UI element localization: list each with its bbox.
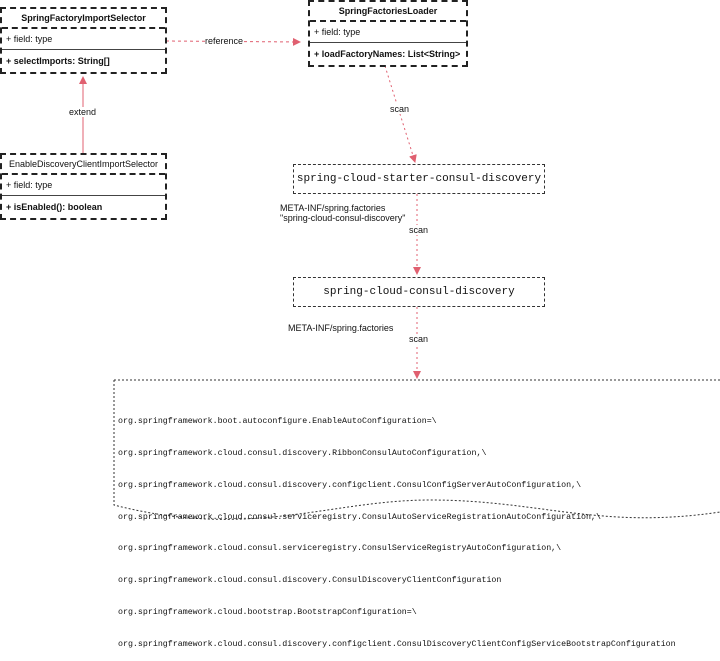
class-method: + isEnabled(): boolean <box>6 202 103 212</box>
meta-inf-note-2: META-INF/spring.factories <box>288 323 394 333</box>
class-name: SpringFactoriesLoader <box>310 2 466 22</box>
factories-document-outline <box>113 379 720 520</box>
class-field: + field: type <box>2 29 165 50</box>
class-method: + selectImports: String[] <box>6 56 110 66</box>
reference-label: reference <box>205 36 244 46</box>
package-starter-consul-discovery[interactable]: spring-cloud-starter-consul-discovery <box>293 164 545 194</box>
class-spring-factories-loader[interactable]: SpringFactoriesLoader + field: type + lo… <box>308 0 468 67</box>
factories-line: org.springframework.cloud.consul.discove… <box>118 639 676 649</box>
factories-line: org.springframework.cloud.consul.service… <box>118 544 562 554</box>
factories-line: org.springframework.cloud.consul.discove… <box>118 448 487 458</box>
scan-arrow-1 <box>384 65 417 163</box>
class-method: + loadFactoryNames: List<String> <box>314 49 461 59</box>
class-field: + field: type <box>2 175 165 196</box>
extend-label: extend <box>69 107 97 117</box>
class-spring-factory-import-selector[interactable]: SpringFactoryImportSelector + field: typ… <box>0 7 167 74</box>
spring-factories-content: org.springframework.boot.autoconfigure.E… <box>118 396 676 661</box>
class-name: EnableDiscoveryClientImportSelector <box>2 155 165 175</box>
meta-inf-note-1: META-INF/spring.factories <box>280 203 386 213</box>
factories-line: org.springframework.cloud.consul.discove… <box>118 480 582 490</box>
meta-inf-note-1-value: "spring-cloud-consul-discovery" <box>280 213 406 223</box>
factories-line: org.springframework.cloud.bootstrap.Boot… <box>118 607 417 617</box>
scan-label-2: scan <box>409 225 429 235</box>
package-consul-discovery[interactable]: spring-cloud-consul-discovery <box>293 277 545 307</box>
class-name: SpringFactoryImportSelector <box>2 9 165 29</box>
scan-label-3: scan <box>409 334 429 344</box>
factories-line: org.springframework.cloud.consul.service… <box>118 512 601 522</box>
class-field: + field: type <box>310 22 466 43</box>
class-enable-discovery-client-import-selector[interactable]: EnableDiscoveryClientImportSelector + fi… <box>0 153 167 220</box>
factories-line: org.springframework.cloud.consul.discove… <box>118 576 502 586</box>
scan-label-1: scan <box>390 104 410 114</box>
factories-line: org.springframework.boot.autoconfigure.E… <box>118 417 437 427</box>
